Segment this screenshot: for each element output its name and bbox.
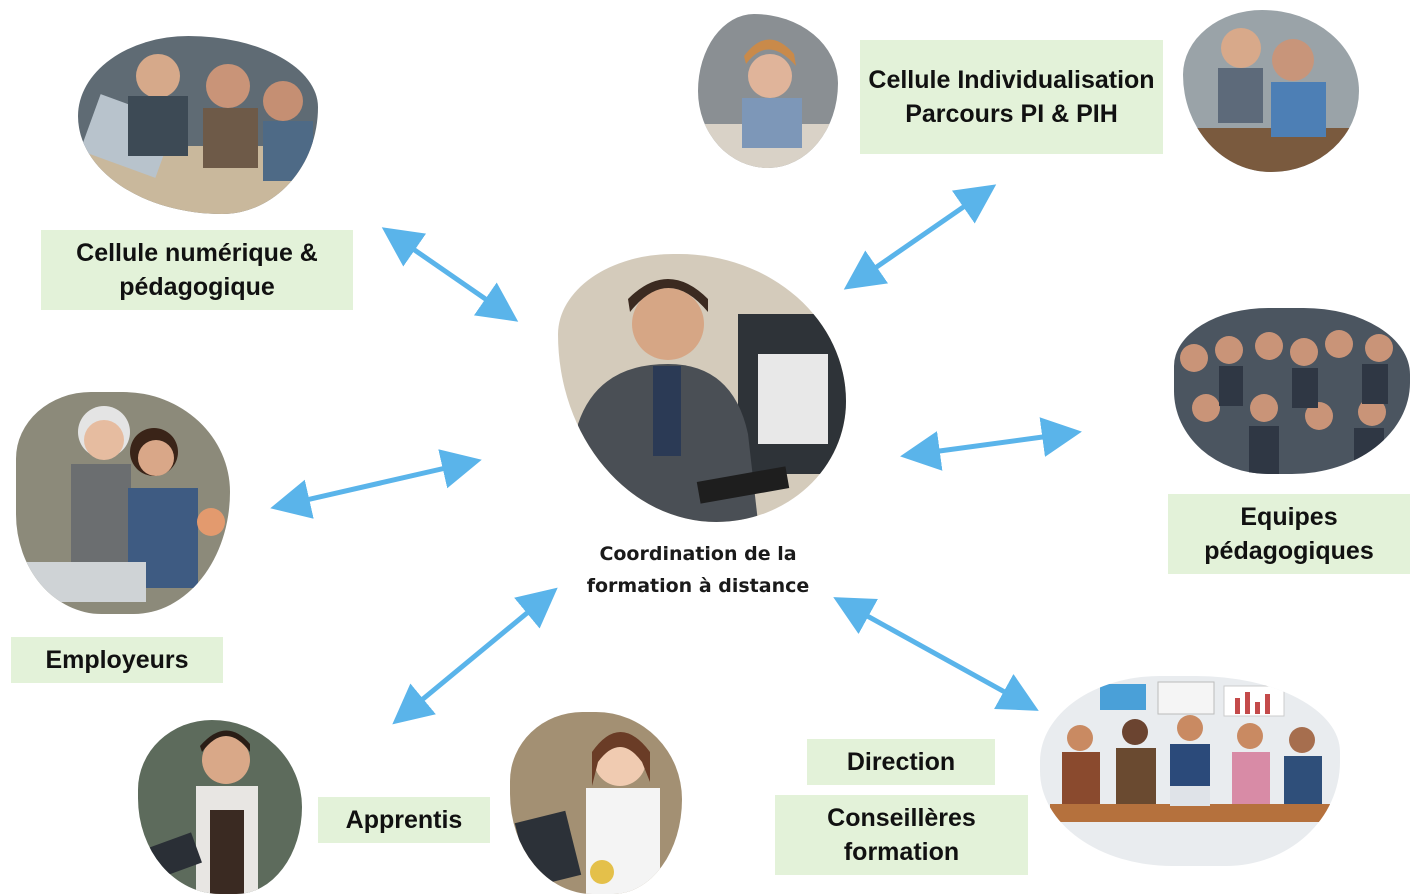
label-cellule-numerique: Cellule numérique & pédagogique (41, 230, 353, 310)
center-caption-line1: Coordination de la (599, 543, 797, 565)
label-equipes-pedagogiques: Equipes pédagogiques (1168, 494, 1410, 574)
arrow-apprentis (392, 587, 558, 725)
illustration-meeting-table (1040, 676, 1340, 866)
arrow-cellule-numerique (381, 227, 519, 322)
label-employeurs: Employeurs (11, 637, 223, 683)
arrow-cellule-individualisation (843, 184, 997, 290)
label-apprentis: Apprentis (318, 797, 490, 843)
photo-apprentice-waitress (510, 712, 682, 894)
label-conseilleres-formation: Conseillères formation (775, 795, 1028, 875)
center-caption: Coordination de la formation à distance (560, 538, 836, 602)
label-cellule-individualisation: Cellule Individualisation Parcours PI & … (860, 40, 1163, 154)
photo-team-laptop (78, 36, 318, 214)
arrow-employeurs (270, 449, 482, 519)
photo-group-team (1174, 308, 1410, 474)
photo-coordinator-phone (558, 254, 846, 522)
photo-apprentice-waiter (138, 720, 302, 894)
arrow-direction (833, 597, 1039, 711)
label-direction: Direction (807, 739, 995, 785)
photo-employers-women (16, 392, 230, 614)
center-caption-line2: formation à distance (586, 575, 810, 597)
arrow-equipes (900, 417, 1082, 471)
